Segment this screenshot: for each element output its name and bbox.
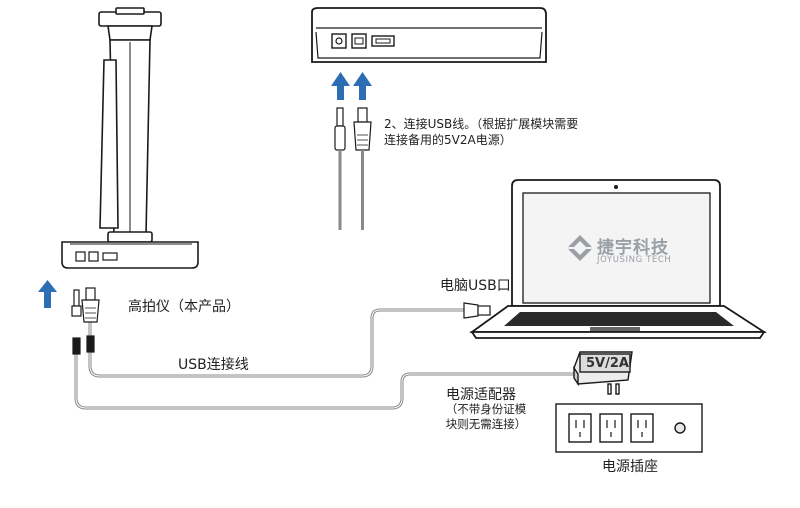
adapter-title: 电源适配器 [446, 387, 516, 403]
arrow-up-icon [353, 72, 372, 100]
power-socket [555, 403, 703, 453]
arrow-up-icon [38, 280, 57, 308]
scanner-label: 高拍仪（本产品） [128, 299, 240, 315]
usb-cable [88, 308, 464, 378]
cable-plugs-top [334, 107, 372, 230]
socket-label: 电源插座 [602, 459, 658, 475]
adapter-rating-label: 5V/2A [586, 356, 629, 371]
adapter-note-line1: （不带身份证模 [445, 402, 527, 416]
usb-plug-laptop [463, 302, 491, 319]
brand-name-en: JOYUSING TECH [597, 255, 672, 265]
step2-line1: 2、连接USB线。（根据扩展模块需要 [384, 117, 579, 131]
pc-usb-label: 电脑USB口 [440, 278, 511, 294]
power-cable [74, 340, 574, 410]
scanner-device [61, 7, 199, 269]
cable-plugs-scanner [71, 287, 100, 355]
brand-name-cn: 捷宇科技 [597, 238, 669, 258]
usb-cable-label: USB连接线 [178, 357, 249, 373]
step2-line2: 连接备用的5V2A电源） [384, 133, 512, 147]
laptop [469, 179, 768, 339]
arrow-up-icon [331, 72, 350, 100]
scanner-base-closeup [311, 7, 547, 63]
adapter-note-line2: 块则无需连接） [445, 417, 527, 431]
joyusing-logo-icon [568, 235, 592, 261]
power-adapter [573, 351, 633, 395]
